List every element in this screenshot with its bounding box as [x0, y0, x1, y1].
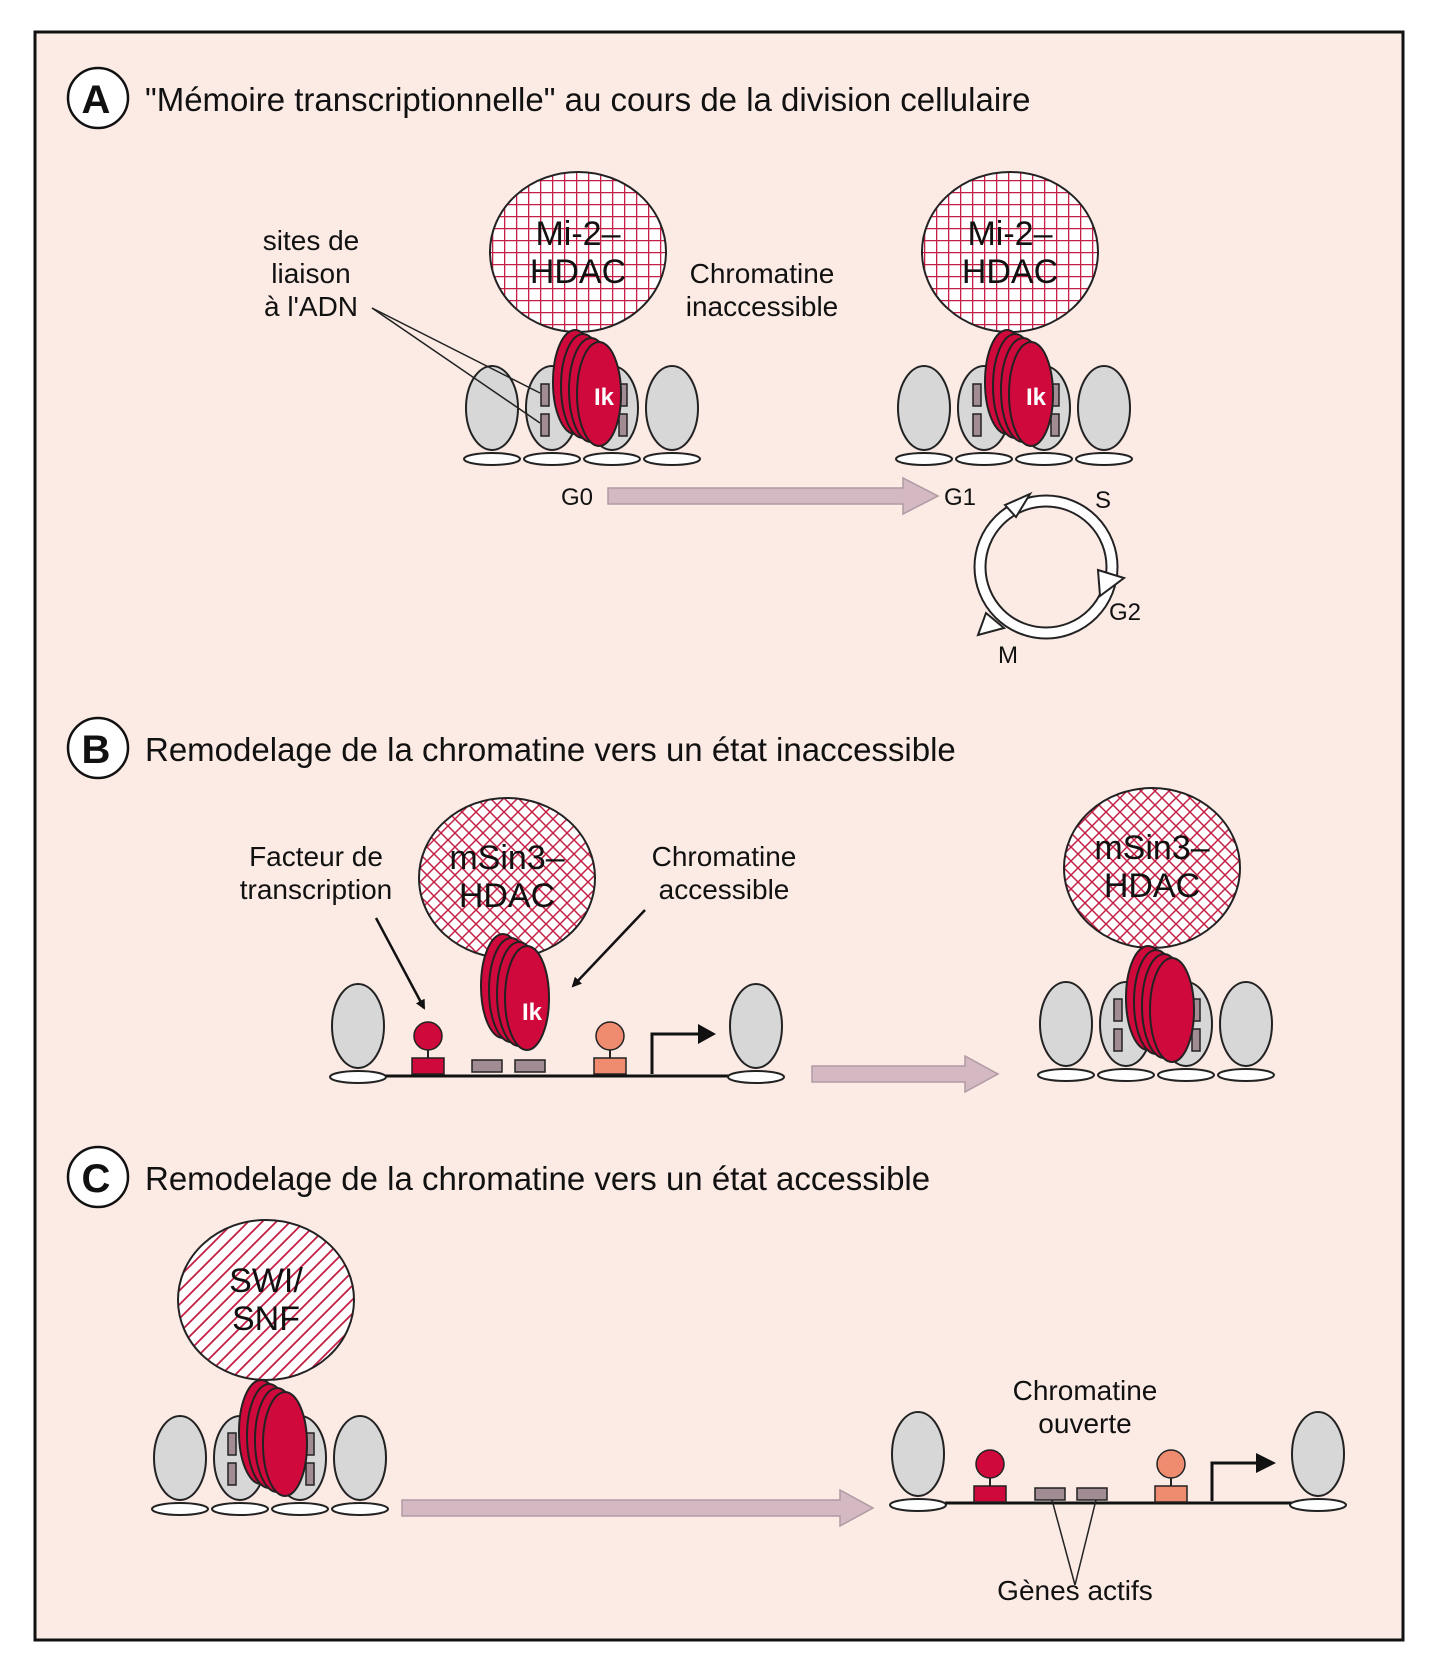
ikaros-protein-right: Ik — [984, 329, 1054, 447]
open-chromatin-line1: Chromatine — [1013, 1375, 1158, 1406]
ik-label-left: Ik — [594, 384, 615, 411]
pointer-arrows-b — [374, 909, 646, 1010]
remodel-arrow-b — [811, 1054, 1000, 1094]
mi2-hdac-complex-left: Mi-2– HDAC — [489, 171, 667, 333]
ikaros-protein-left: Ik — [552, 329, 622, 447]
mi2-hdac-complex-right: Mi-2– HDAC — [921, 171, 1099, 333]
msin3-hdac-complex-left: mSin3– HDAC — [418, 797, 596, 959]
phase-s-label: S — [1095, 487, 1111, 514]
badge-b-letter: B — [82, 728, 111, 772]
ik-label-b: Ik — [522, 999, 543, 1026]
ik-label-right: Ik — [1026, 384, 1047, 411]
badge-c-letter: C — [82, 1157, 111, 1201]
sites-label-line2: liaison — [271, 258, 350, 289]
panel-a: A "Mémoire transcriptionnelle" au cours … — [66, 66, 1141, 669]
swi-snf-complex: SWI/ SNF — [177, 1219, 355, 1381]
msin3-left-line2: HDAC — [459, 877, 555, 915]
badge-b: B — [66, 716, 130, 780]
panel-b-title: Remodelage de la chromatine vers un état… — [145, 731, 956, 768]
chromatin-inaccessible-line2: inaccessible — [686, 291, 839, 322]
mi2-hdac-left-line1: Mi-2– — [535, 215, 620, 253]
ikaros-protein-b: Ik — [480, 933, 550, 1051]
mi2-hdac-right-line2: HDAC — [962, 253, 1058, 291]
phase-m-label: M — [998, 642, 1018, 669]
swi-snf-line2: SNF — [232, 1300, 300, 1338]
open-chromatin-line2: ouverte — [1038, 1408, 1131, 1439]
swi-snf-line1: SWI/ — [229, 1262, 303, 1300]
badge-c: C — [66, 1145, 130, 1209]
transcription-factor-red-c — [973, 1449, 1007, 1503]
panel-c: C Remodelage de la chromatine vers un ét… — [66, 1145, 1347, 1606]
phase-g2-label: G2 — [1109, 599, 1141, 626]
transcription-start-arrow-b — [650, 1024, 716, 1074]
transcription-factor-red — [411, 1021, 445, 1075]
mi2-hdac-right-line1: Mi-2– — [967, 215, 1052, 253]
panel-c-title: Remodelage de la chromatine vers un état… — [145, 1160, 930, 1197]
transcription-factor-orange — [593, 1021, 627, 1075]
msin3-right-line1: mSin3– — [1094, 829, 1209, 867]
transcription-factor-orange-c — [1154, 1449, 1188, 1503]
factor-label-line2: transcription — [240, 874, 393, 905]
sites-label-line1: sites de — [263, 225, 360, 256]
mi2-hdac-left-line2: HDAC — [530, 253, 626, 291]
g0-to-g1-arrow — [607, 476, 940, 516]
sites-pointer-lines — [371, 307, 541, 424]
badge-a: A — [66, 66, 130, 130]
chromatin-accessible-line2: accessible — [659, 874, 790, 905]
chromatin-accessible-line1: Chromatine — [652, 841, 797, 872]
phase-g1-label: G1 — [944, 484, 976, 511]
transcription-start-arrow-c — [1210, 1453, 1276, 1501]
panel-a-title: "Mémoire transcriptionnelle" au cours de… — [145, 81, 1031, 118]
dna-open-c — [889, 1411, 1347, 1512]
remodel-arrow-c — [401, 1488, 875, 1528]
chromatin-inaccessible-line1: Chromatine — [690, 258, 835, 289]
active-genes-label: Gènes actifs — [997, 1575, 1153, 1606]
msin3-hdac-complex-right: mSin3– HDAC — [1063, 787, 1241, 949]
cell-cycle-icon — [973, 491, 1127, 640]
msin3-left-line1: mSin3– — [449, 839, 564, 877]
msin3-right-line2: HDAC — [1104, 867, 1200, 905]
dna-open-left — [329, 983, 785, 1084]
factor-label-line1: Facteur de — [249, 841, 383, 872]
sites-label-line3: à l'ADN — [264, 291, 358, 322]
phase-g0-label: G0 — [561, 484, 593, 511]
genes-pointer-lines — [1051, 1499, 1097, 1586]
panel-b: B Remodelage de la chromatine vers un ét… — [66, 716, 1275, 1094]
badge-a-letter: A — [82, 78, 111, 122]
